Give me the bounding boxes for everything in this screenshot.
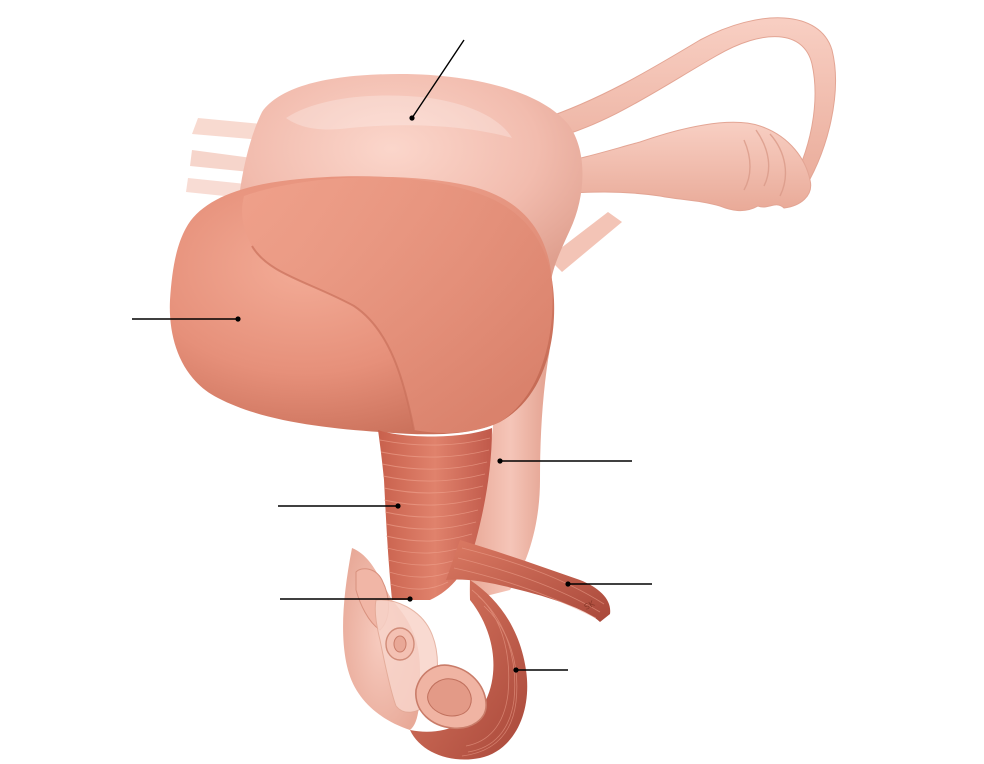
vestibule (374, 599, 487, 729)
left-ligament-stubs (186, 118, 262, 198)
right-ligament-stub (548, 212, 622, 272)
fimbriae (743, 129, 787, 197)
sphincter-muscle (410, 580, 528, 760)
perineal-muscle: SK (446, 540, 611, 622)
leader-line-sphincter (513, 667, 568, 673)
leader-line-vestibule (280, 596, 413, 602)
leader-line-urethra (278, 503, 401, 509)
leader-lines (132, 39, 652, 673)
leader-line-perineal-muscle (565, 581, 652, 587)
bladder-fold (242, 176, 553, 433)
uterus-highlight (286, 95, 512, 138)
leader-line-bladder (132, 316, 241, 322)
bladder-fold-edge (251, 245, 415, 431)
lower-fallopian-tube (539, 121, 812, 212)
leader-line-uterus (409, 39, 465, 121)
leader-line-vagina (497, 458, 632, 464)
